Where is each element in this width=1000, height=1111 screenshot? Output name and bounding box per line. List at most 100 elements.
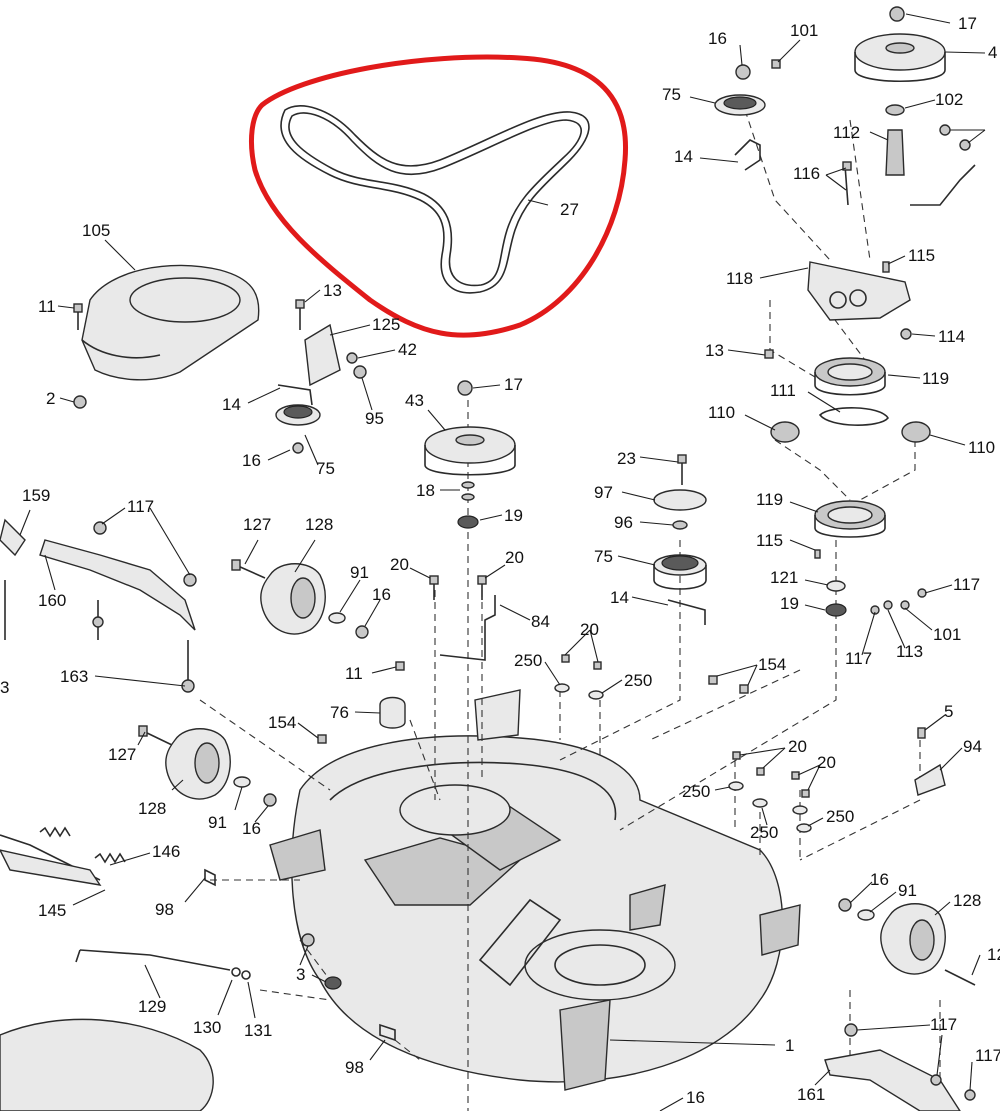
callout-75: 75 [662,85,681,104]
callout-110: 110 [968,438,995,457]
callout-128: 128 [138,799,166,818]
callout-23: 23 [617,449,636,468]
callout-98: 98 [345,1058,364,1077]
callout-127: 127 [243,515,271,534]
callout-125: 125 [372,315,400,334]
drive-belt [280,105,590,294]
callout-20: 20 [817,753,836,772]
callout-128: 128 [305,515,333,534]
callout-117: 117 [930,1015,957,1034]
callout-14: 14 [222,395,241,414]
callout-14: 14 [674,147,693,166]
callout-131: 131 [244,1021,272,1040]
callout-117: 117 [845,649,872,668]
nut-2 [73,395,87,409]
callout-16: 16 [686,1088,705,1107]
callout-101: 101 [790,21,818,40]
callout-159: 159 [22,486,50,505]
deck-skirt-left [0,1018,214,1111]
center-pulley [424,380,516,529]
idler-bracket [277,299,367,406]
callout-19: 19 [504,506,523,525]
callout-115: 115 [756,531,783,550]
callout-163: 163 [60,667,88,686]
pulley-cover [81,264,260,381]
leader-lines [19,13,986,1111]
callout-105: 105 [82,221,110,240]
callout-16: 16 [372,585,391,604]
callout-3: 3 [296,965,305,984]
callout-119: 119 [922,369,949,388]
callout-129: 129 [138,997,166,1016]
callout-1: 1 [785,1036,794,1055]
gauge-wheel-upper [231,559,369,639]
baffle-bracket-left [0,518,197,693]
callout-116: 116 [793,164,820,183]
callout-111: 111 [770,381,796,400]
callout-119: 119 [756,490,783,509]
callout-11: 11 [38,297,56,316]
callout-75: 75 [594,547,613,566]
belt-highlight-circle [248,54,629,338]
callout-130: 130 [193,1018,221,1037]
callout-95: 95 [365,409,384,428]
callout-250: 250 [826,807,854,826]
callout-16: 16 [708,29,727,48]
callout-112: 112 [833,123,860,142]
callout-5: 5 [944,702,953,721]
bolt-11-top [73,303,83,330]
callout-101: 101 [933,625,961,644]
callout-91: 91 [898,881,917,900]
callout-121: 121 [770,568,798,587]
callout-20: 20 [505,548,524,567]
callout-115: 115 [908,246,935,265]
callout-160: 160 [38,591,66,610]
mower-deck-housing [269,689,801,1091]
callout-43: 43 [405,391,424,410]
callout-96: 96 [614,513,633,532]
callout-20: 20 [390,555,409,574]
callout-13: 13 [705,341,724,360]
callout-154: 154 [758,655,786,674]
callout-19: 19 [780,594,799,613]
callout-128: 128 [953,891,981,910]
callout-113: 113 [896,642,923,661]
callout-250: 250 [750,823,778,842]
callout-17: 17 [504,375,523,394]
callout-250: 250 [514,651,542,670]
callout-118: 118 [726,269,753,288]
callout-146: 146 [152,842,180,861]
callout-16: 16 [242,819,261,838]
idler-pulley-left [275,404,321,454]
callout-4: 4 [988,43,997,62]
callout-11: 11 [345,664,363,683]
right-hardware [708,675,946,833]
callout-18: 18 [416,481,435,500]
callout-17: 17 [958,14,977,33]
callout-114: 114 [938,327,965,346]
callout-250: 250 [682,782,710,801]
callout-97: 97 [594,483,613,502]
callout-117: 117 [953,575,980,594]
callout-91: 91 [208,813,227,832]
callout-250: 250 [624,671,652,690]
callout-94: 94 [963,737,982,756]
callout-110: 110 [708,403,735,422]
callout-145: 145 [38,901,66,920]
callout-161: 161 [797,1085,825,1104]
callout-127: 127 [108,745,136,764]
callout-75: 75 [316,459,335,478]
callout-14: 14 [610,588,629,607]
callout-76: 76 [330,703,349,722]
callout-117: 117 [975,1046,1000,1065]
gear-drive-assembly [764,261,931,617]
gauge-wheel-lower-left [138,725,277,807]
callout-27: 27 [560,200,579,219]
assembly-guide-lines [199,109,941,1111]
callout-98: 98 [155,900,174,919]
callout-labels: 27 105 11 2 13 125 42 14 95 16 75 17 43 … [0,14,1000,1107]
callout-12: 12 [987,945,1000,964]
callout-13: 13 [323,281,342,300]
callout-16: 16 [242,451,261,470]
